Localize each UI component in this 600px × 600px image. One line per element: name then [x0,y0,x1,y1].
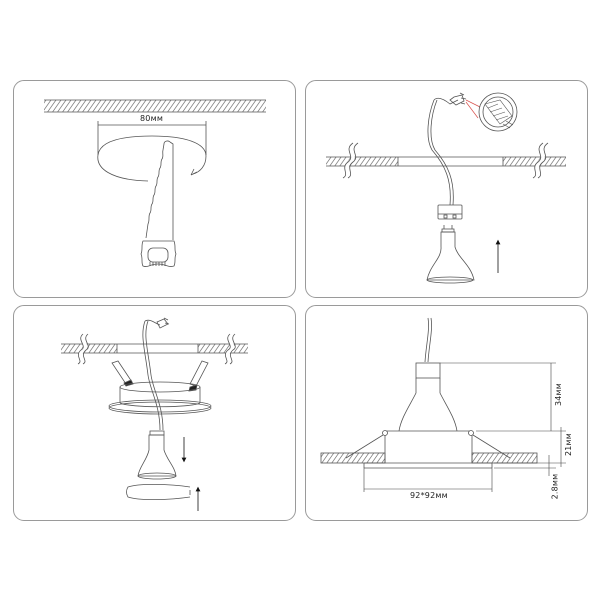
fixture-body [363,430,493,469]
panel-step-2-wiring [305,80,588,298]
spring-clip-right-icon [188,360,209,392]
ceiling-hatch-icon [44,99,266,113]
step-3-artwork [61,317,248,511]
saw-icon [140,140,177,267]
dimension-21mm [494,427,566,467]
spring-clip-left-icon [111,360,134,387]
body-height-label: 21мм [564,432,574,457]
power-wire [424,317,432,363]
bulb-icon [398,362,458,432]
bulb-height-label: 34мм [554,382,564,407]
panel-step-3-insert-fixture [13,305,296,521]
step-1-artwork [44,99,266,267]
hole-diameter-dimension [97,121,207,155]
dimension-34mm [440,362,566,432]
spring-clip-icon [345,430,511,459]
power-wire [427,97,459,206]
wire-connector-icon [156,317,170,329]
frame-size-label: 92*92мм [410,491,448,500]
step-2-artwork [326,92,566,284]
panel-step-4-dimensions [305,305,588,521]
hole-diameter-label: 80мм [140,114,164,123]
retaining-ring-icon [126,483,191,501]
ceiling-with-hole [61,332,248,366]
dimension-2-8mm [494,455,556,476]
ceiling-hatch-left [320,452,386,464]
magnifier-detail-icon [478,92,518,132]
step-4-artwork [320,317,566,492]
bulb-icon [426,225,475,284]
rotation-arrow-icon [97,135,207,182]
detail-callout-line [465,99,481,108]
gu10-socket-icon [437,204,463,220]
wire-connector-icon [449,92,467,106]
dimension-92x92mm [363,468,493,492]
frame-thickness-label: 2.8мм [550,473,560,500]
fixture-housing-icon [108,381,212,415]
bulb-icon [137,430,177,480]
power-wire [142,319,164,431]
